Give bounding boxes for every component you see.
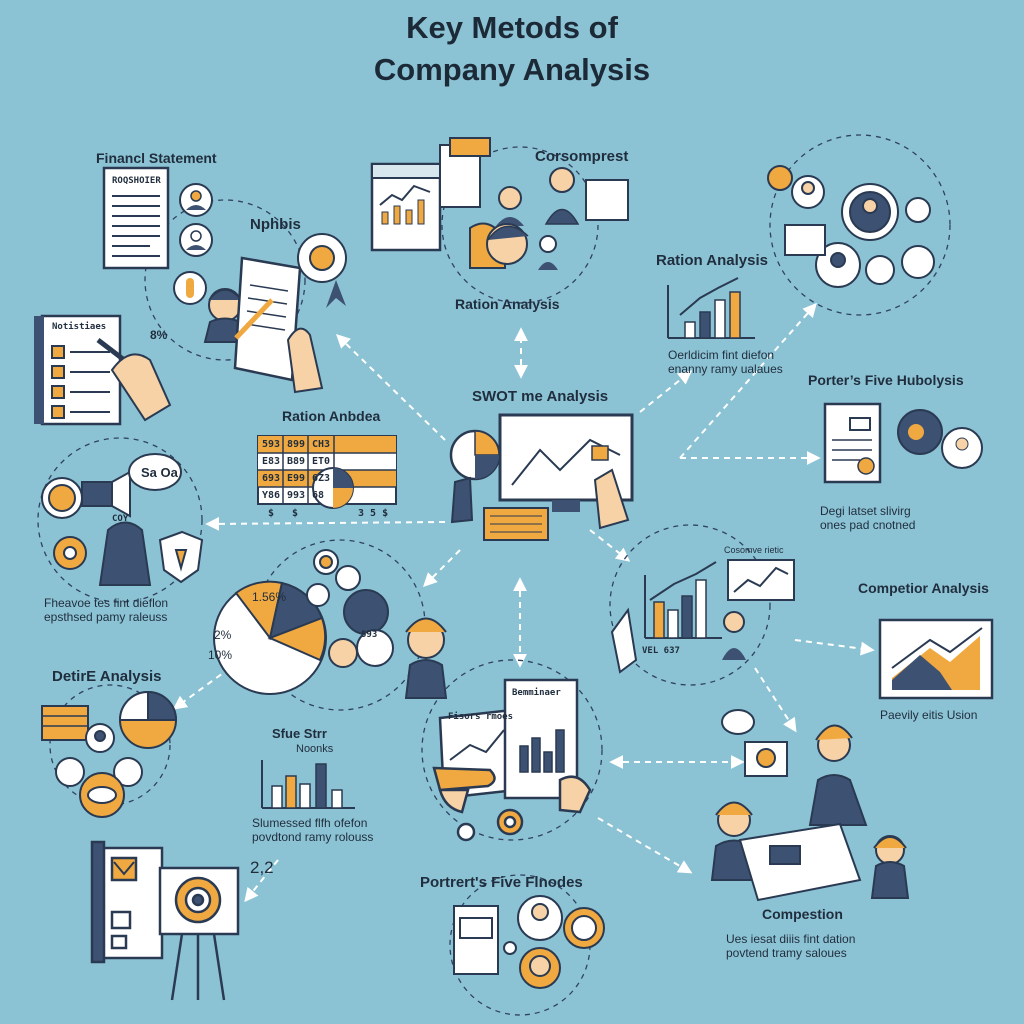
porters-top-right-label: Porter’s Five Hubolysis <box>808 372 964 388</box>
table-cell: CH3 <box>312 439 331 450</box>
report-header-2: Fisors rmoes <box>448 712 514 722</box>
page-title-line-2: Company Analysis <box>373 52 651 87</box>
small-chart-title: Cosomve rietic <box>724 545 784 555</box>
swot-label: SWOT me Analysis <box>472 388 609 405</box>
slumessed-desc-1: Slumessed flfh ofefon <box>252 816 368 830</box>
left-desc-1: Fheavoe tes fint dieflon <box>44 596 169 610</box>
table-cell: E99 <box>287 473 306 484</box>
competition-desc-1: Ues iesat diiis fint dation <box>726 932 856 946</box>
porters-doc-icon <box>823 402 983 484</box>
competition-meeting-icon <box>710 709 910 902</box>
nphbis-label: Nphbis <box>250 216 301 233</box>
table-cell: B89 <box>287 456 306 467</box>
competition-desc-2: povtend tramy saloues <box>726 946 847 960</box>
connector-arrows <box>172 302 875 903</box>
detire-cluster-icon <box>41 690 178 818</box>
report-documents-icon <box>432 678 592 842</box>
gear-label: COY <box>112 514 129 524</box>
competition-label: Compestion <box>762 906 843 922</box>
porters-bottom-label: Portrert's Five Flnodes <box>420 874 583 891</box>
pie-percent-10: 10% <box>208 648 233 662</box>
corsomprest-label: Corsomprest <box>535 148 629 165</box>
number-22: 2,2 <box>250 858 274 877</box>
porters-top-right-desc-1: Degi latset slivirg <box>820 504 911 518</box>
page-title-line-1: Key Metods of <box>406 10 618 45</box>
table-cell: 6Z3 <box>312 473 331 484</box>
checklist-note: 8% <box>150 328 168 342</box>
porters-top-right-desc-2: ones pad cnotned <box>820 518 916 532</box>
network-people-icon <box>767 165 935 288</box>
competitor-chart-with-person-icon <box>610 559 795 674</box>
analyst-with-document-icon <box>173 233 347 394</box>
table-cell: 68 <box>312 490 325 501</box>
pie-percent-156: 1.56% <box>252 590 287 604</box>
ration-analysis-top-label: Ration Analysis <box>455 296 560 312</box>
table-cell: ET0 <box>312 456 331 467</box>
table-cell: 899 <box>287 439 306 450</box>
financial-doc-header: ROQSHOIER <box>112 176 161 186</box>
report-header-1: Bemminaer <box>512 688 561 698</box>
table-footer-cell: $ <box>268 508 275 519</box>
table-cell: E83 <box>262 456 281 467</box>
presentation-easel-icon <box>90 840 240 1001</box>
peavily-caption: Paevily eitis Usion <box>880 708 978 722</box>
slumessed-desc-2: povdtond ramy rolouss <box>252 830 374 844</box>
table-cell: 693 <box>262 473 281 484</box>
ratio-bar-chart-icon <box>667 277 755 339</box>
ration-anbdea-label: Ration Anbdea <box>282 408 381 424</box>
speech-bubble-text: Sa Oa <box>141 465 178 480</box>
ration-analysis-right-desc-2: enanny ramy ualaues <box>668 362 783 376</box>
sfue-label-line-2: Noonks <box>296 743 334 755</box>
table-footer-cell: $ <box>292 508 299 519</box>
financial-doc-icon <box>102 166 213 270</box>
ration-analysis-right-desc-1: Oerldicim fint diefon <box>668 348 775 362</box>
pie-badge-value: 593 <box>361 630 378 640</box>
pie-percent-2: 2% <box>214 628 232 642</box>
left-desc-2: epsthsed pamy raleuss <box>44 610 168 624</box>
porters-bottom-cluster-icon <box>453 895 605 989</box>
sfue-label-line-1: Sfue Strr <box>272 726 327 741</box>
sfue-bar-chart-icon <box>261 760 355 809</box>
checklist-header: Notistiaes <box>52 322 107 332</box>
table-cell: Y86 <box>262 490 281 501</box>
financial-statement-label: Financl Statement <box>96 150 217 166</box>
competitor-analysis-label: Competior Analysis <box>858 580 989 596</box>
table-cell: 993 <box>287 490 306 501</box>
swot-monitor-icon <box>449 413 634 541</box>
ratio-table-icon <box>257 435 397 509</box>
ration-analysis-right-label: Ration Analysis <box>656 252 768 269</box>
checklist-icon <box>34 314 172 426</box>
pie-people-cluster-icon <box>213 549 448 699</box>
small-chart-axis-labels: VEL 637 <box>642 646 680 656</box>
detire-analysis-label: DetirE Analysis <box>52 668 162 685</box>
table-footer-cell: 3 5 $ <box>358 508 389 519</box>
table-cell: 593 <box>262 439 281 450</box>
left-cluster-icons <box>41 453 204 586</box>
competitor-analysis-chart-icon <box>878 618 994 700</box>
corsomprest-cluster-icon <box>370 137 629 270</box>
